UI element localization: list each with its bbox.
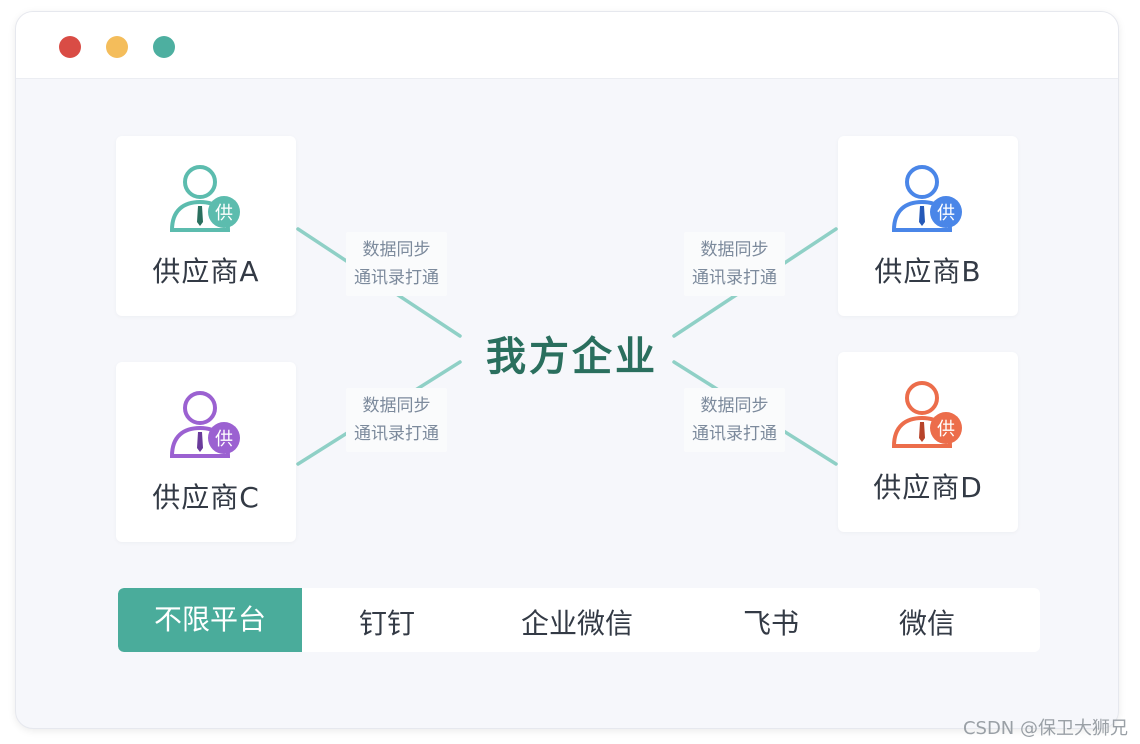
tab-feishu[interactable]: 飞书 (742, 607, 799, 640)
connection-tag-line: 数据同步 (700, 240, 769, 260)
tab-wecom[interactable]: 企业微信 (520, 607, 633, 640)
connection-tag-line: 数据同步 (700, 396, 769, 416)
connection-tag-b: 数据同步 通讯录打通 (684, 232, 785, 296)
platform-tabs: 不限平台 钉钉 企业微信 飞书 微信 (118, 588, 1040, 652)
connection-tag-line: 通讯录打通 (354, 268, 439, 288)
supplier-a-badge: 供 (215, 203, 233, 224)
connection-tag-line: 通讯录打通 (354, 424, 439, 444)
supplier-b-name: 供应商B (874, 255, 982, 288)
supplier-c-badge: 供 (215, 429, 233, 450)
title-bar (16, 12, 1118, 79)
supplier-card-a[interactable]: 供 供应商A (116, 136, 296, 316)
connection-tag-line: 数据同步 (362, 396, 431, 416)
maximize-window-button[interactable] (153, 36, 175, 58)
connection-tag-a: 数据同步 通讯录打通 (346, 232, 447, 296)
connection-tag-c: 数据同步 通讯录打通 (346, 388, 447, 452)
close-window-button[interactable] (59, 36, 81, 58)
connection-tag-line: 通讯录打通 (692, 268, 777, 288)
app-window: 供 供应商A 供 供应商B 供 供应商C 供 (15, 11, 1119, 729)
watermark: CSDN @保卫大狮兄 (962, 718, 1128, 739)
tab-unlimited-platform[interactable]: 不限平台 (118, 588, 302, 652)
connection-tag-line: 通讯录打通 (692, 424, 777, 444)
tab-wechat[interactable]: 微信 (898, 607, 955, 640)
supplier-avatar-icon: 供 (169, 165, 240, 232)
supplier-avatar-icon: 供 (891, 381, 962, 448)
supplier-b-badge: 供 (937, 203, 955, 224)
supplier-avatar-icon: 供 (891, 165, 962, 232)
supplier-card-c[interactable]: 供 供应商C (116, 362, 296, 542)
connection-tag-d: 数据同步 通讯录打通 (684, 388, 785, 452)
supplier-avatar-icon: 供 (169, 391, 240, 458)
connection-tag-line: 数据同步 (362, 240, 431, 260)
supplier-card-d[interactable]: 供 供应商D (838, 352, 1018, 532)
supplier-c-name: 供应商C (152, 481, 260, 514)
supplier-d-badge: 供 (937, 419, 955, 440)
tab-dingtalk[interactable]: 钉钉 (358, 607, 415, 640)
our-company-title: 我方企业 (486, 334, 658, 380)
supplier-a-name: 供应商A (152, 255, 260, 288)
supplier-d-name: 供应商D (873, 471, 983, 504)
supplier-card-b[interactable]: 供 供应商B (838, 136, 1018, 316)
minimize-window-button[interactable] (106, 36, 128, 58)
